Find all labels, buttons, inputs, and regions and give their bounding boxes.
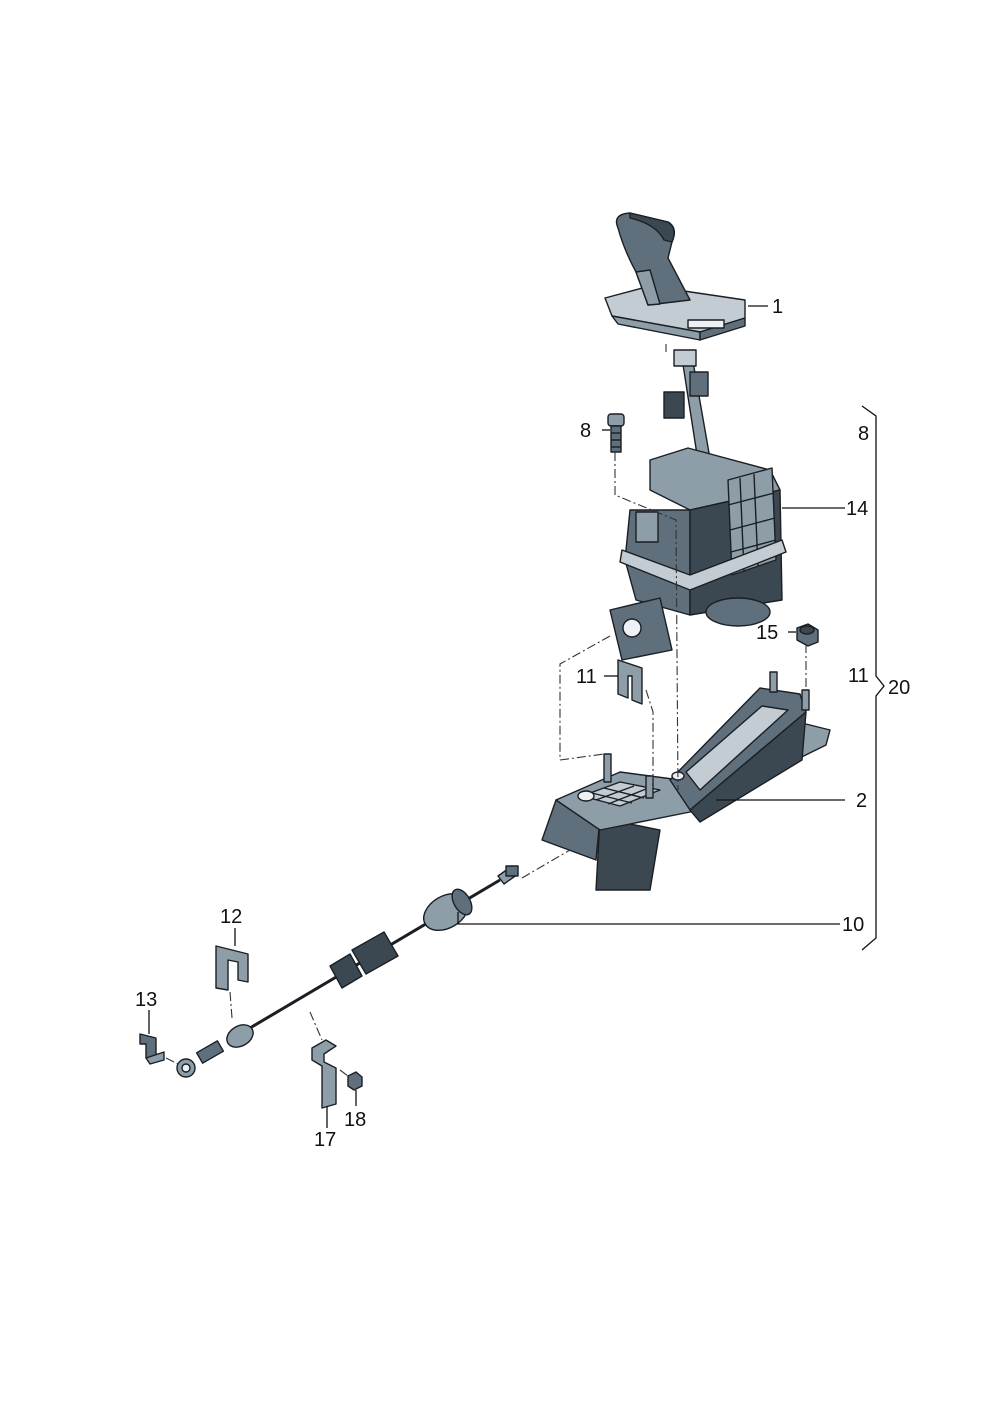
- assembly-item-8: 8: [858, 423, 869, 445]
- clip-small-part: [139, 1033, 165, 1065]
- bolt-part: [607, 413, 625, 453]
- assembly-group: 8 11 20: [848, 423, 910, 699]
- callout-12: 12: [220, 906, 242, 928]
- nut-small-part: [347, 1071, 363, 1091]
- selector-knob-part: [604, 212, 746, 341]
- selector-housing-part: [609, 349, 787, 661]
- mounting-bracket-part: [541, 671, 831, 891]
- callout-8: 8: [580, 420, 591, 442]
- assembly-label-20: 20: [888, 677, 910, 699]
- callout-labels: 1 8 14 15 11 2 10 12 13 17 18: [135, 296, 868, 1151]
- holder-part: [311, 1039, 337, 1109]
- nut-top-part: [796, 623, 819, 647]
- callout-15: 15: [756, 622, 778, 644]
- callout-17: 17: [314, 1129, 336, 1151]
- assembly-dashed-lines: [165, 344, 807, 1077]
- clip-left-part: [617, 659, 643, 705]
- callout-1: 1: [772, 296, 783, 318]
- callout-14: 14: [846, 498, 868, 520]
- callout-13: 13: [135, 989, 157, 1011]
- callout-2: 2: [856, 790, 867, 812]
- bracket-floor-grid: [581, 781, 661, 807]
- callout-18: 18: [344, 1109, 366, 1131]
- clip-top-part: [215, 945, 249, 991]
- leader-lines: [148, 305, 885, 1128]
- callout-10: 10: [842, 914, 864, 936]
- selector-cable-part: [176, 865, 519, 1078]
- assembly-item-11: 11: [848, 665, 869, 687]
- callout-11-left: 11: [576, 666, 597, 688]
